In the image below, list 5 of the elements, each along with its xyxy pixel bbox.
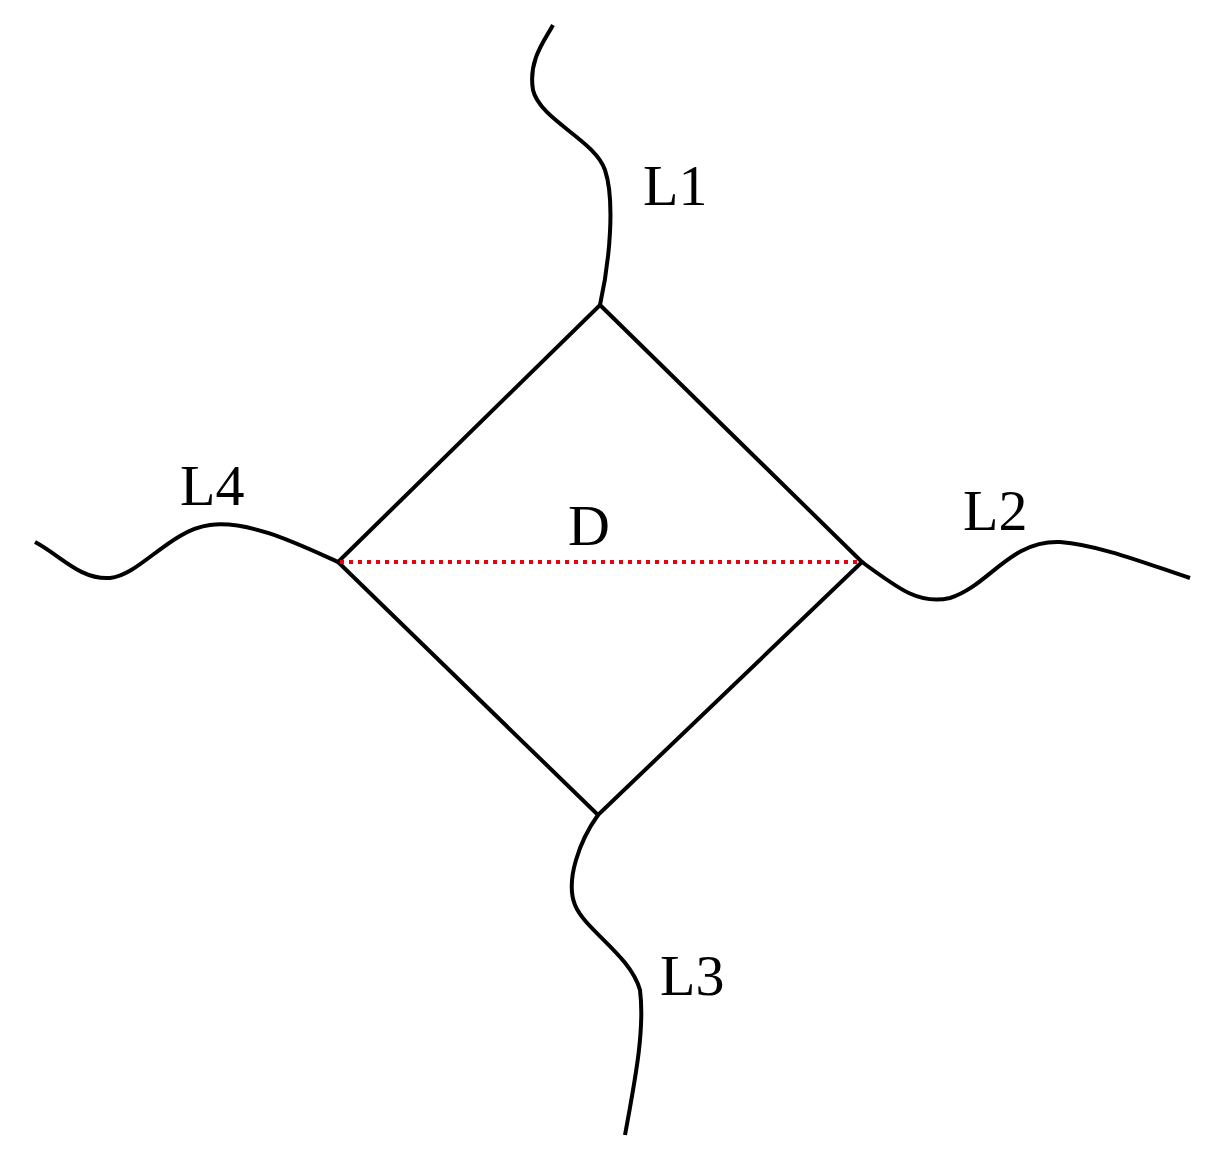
line-label: L1 (643, 157, 708, 215)
line-label: L4 (180, 457, 245, 515)
line-label: L3 (660, 947, 725, 1005)
line-label: D (568, 497, 610, 555)
line-label: L2 (963, 482, 1028, 540)
